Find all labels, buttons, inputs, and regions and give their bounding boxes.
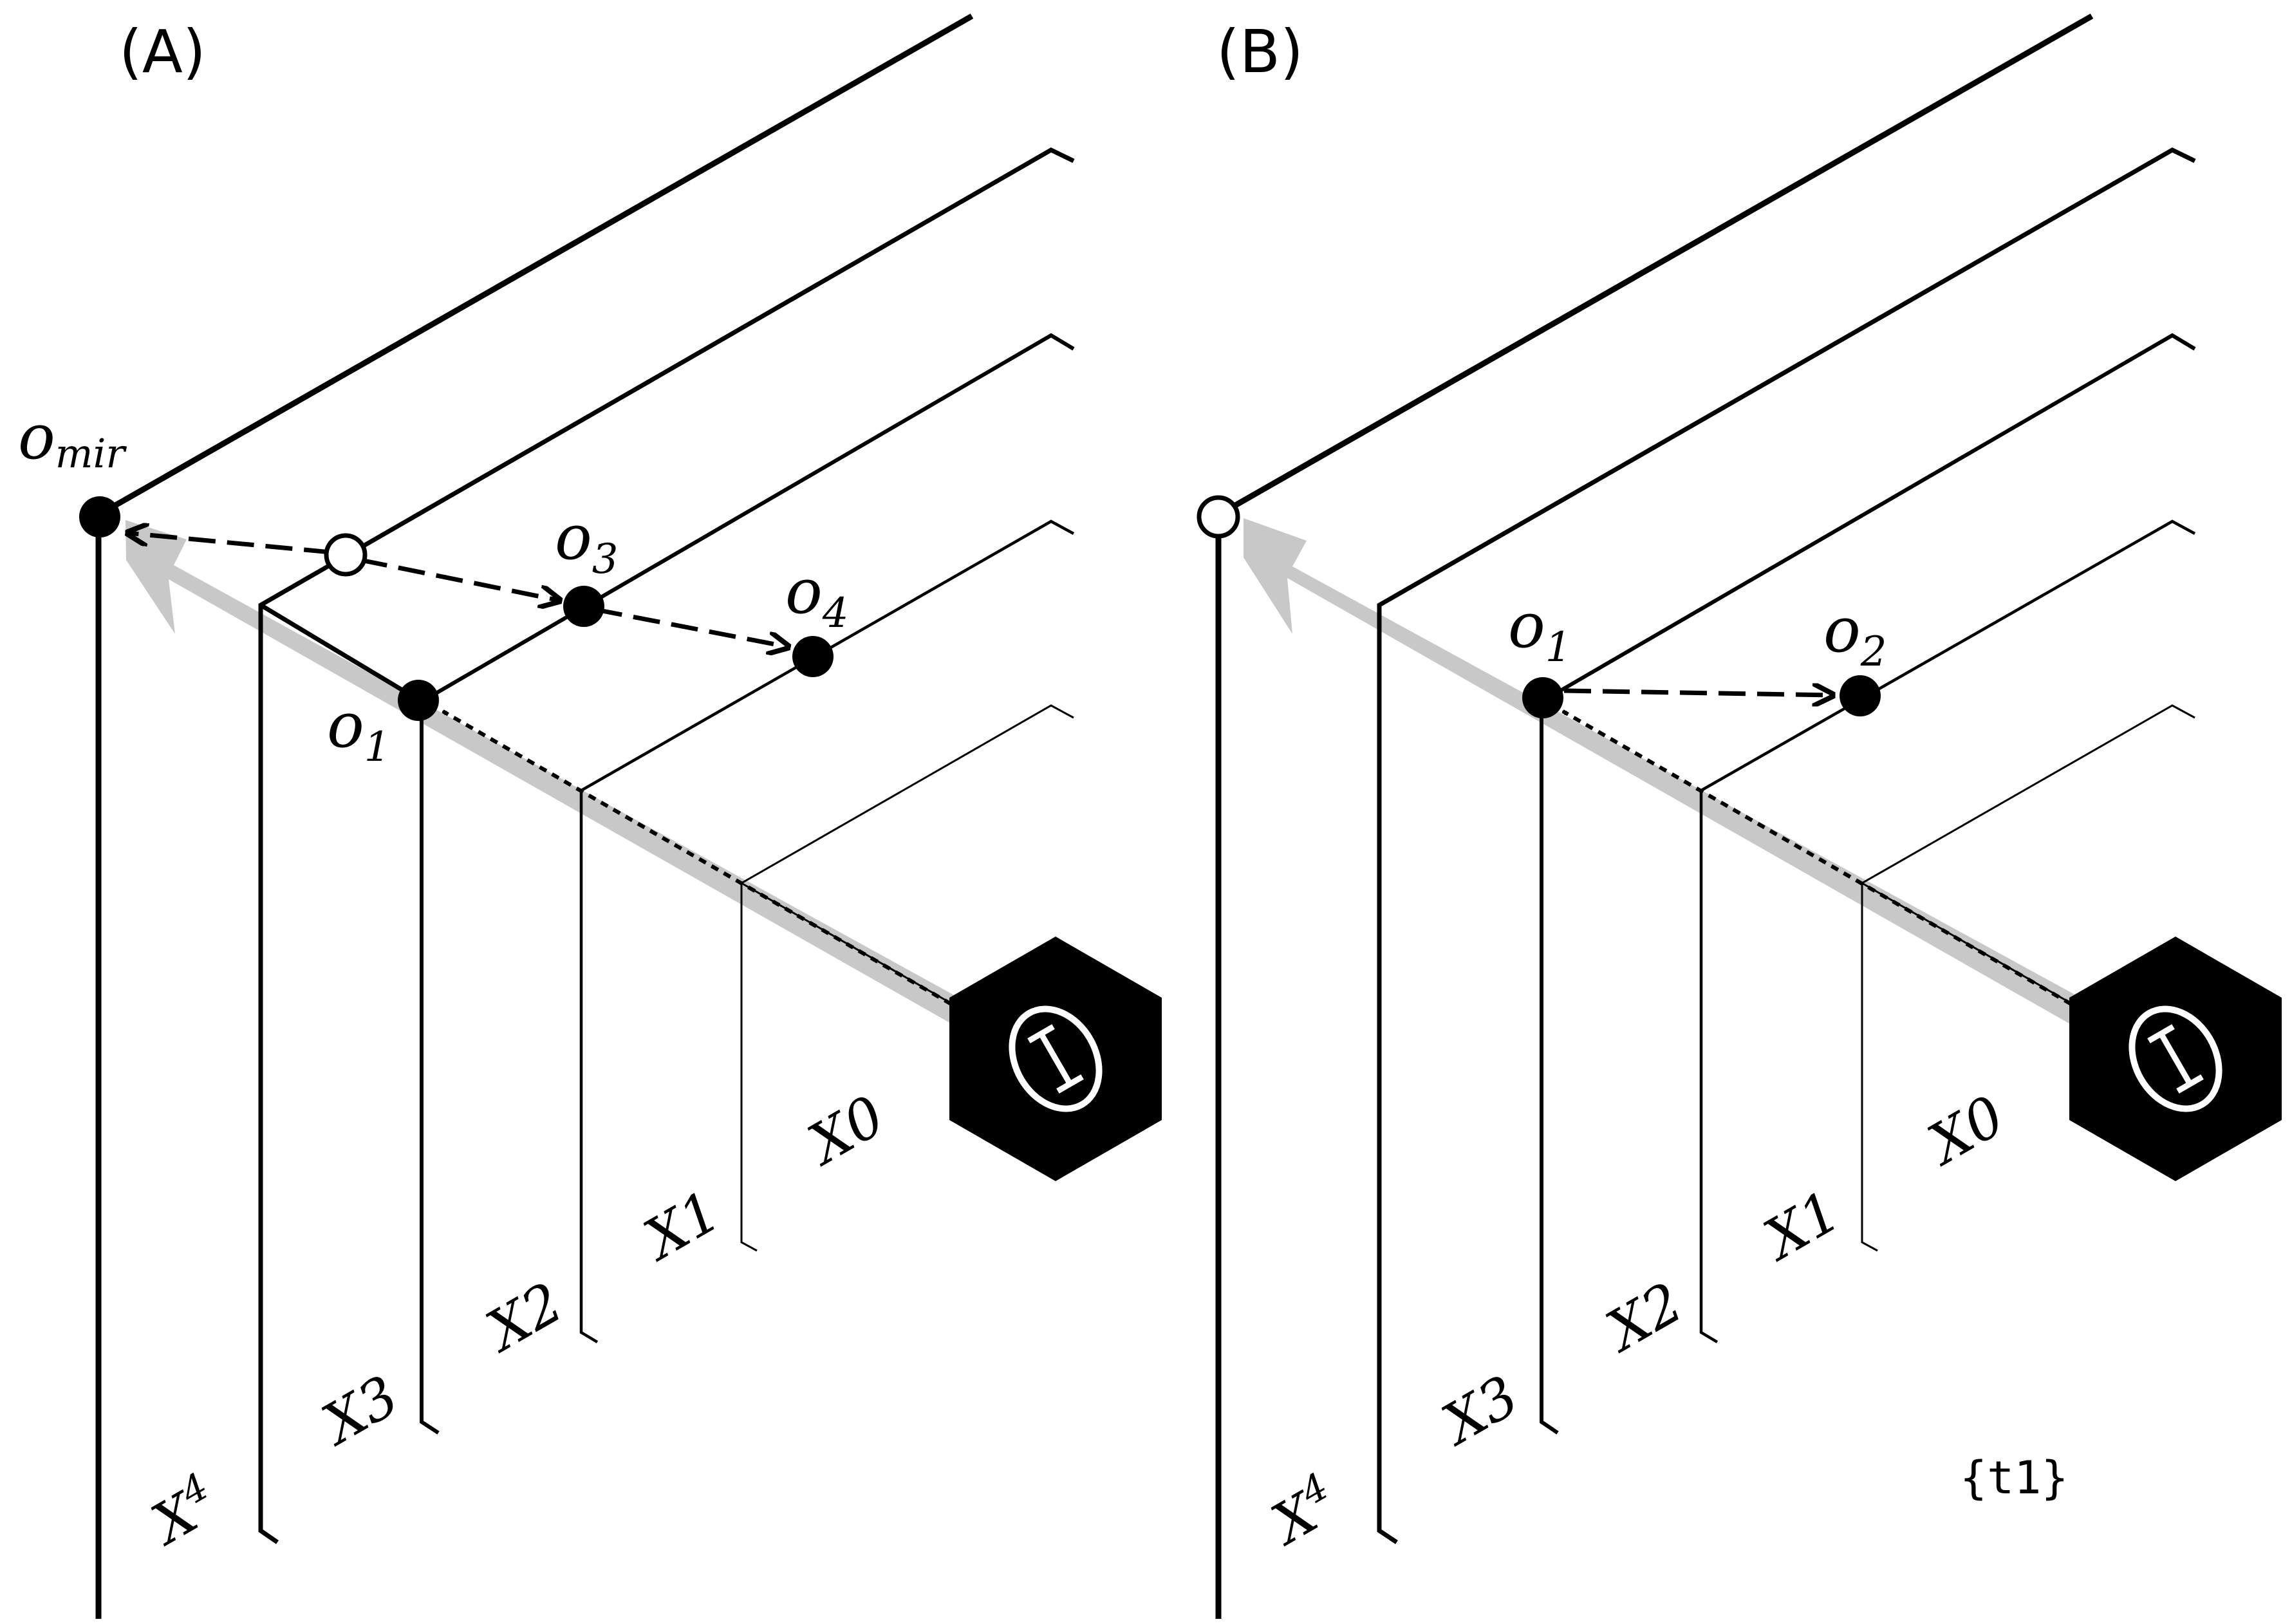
highlight-path (1244, 518, 2100, 1041)
axis-label-x1: X1 (1751, 1179, 1851, 1274)
panel-a-label: (A) (119, 17, 206, 86)
footnote-t1: {t1} (1960, 1451, 2069, 1504)
label-o1: o1 (1508, 590, 1572, 671)
arrow-to-o2 (1563, 691, 1833, 695)
panel-b-label: (B) (1216, 17, 1303, 86)
label-o1: o1 (327, 689, 391, 771)
arrow-to-o3 (360, 557, 560, 601)
origin-hexagon (949, 937, 1162, 1181)
dotted-path (443, 709, 953, 1006)
node-o1 (1522, 677, 1563, 718)
panel-b: (B) o1 (1197, 14, 2282, 1619)
node-o-mir (79, 496, 120, 537)
dotted-path (1563, 709, 2073, 1006)
level-x4 (95, 14, 974, 1619)
origin-hexagon (2069, 937, 2282, 1181)
level-x3 (1377, 147, 2196, 1544)
axis-label-x1: X1 (631, 1179, 731, 1274)
axis-label-x3: X3 (309, 1364, 409, 1459)
arrow-to-o4 (595, 607, 788, 647)
axis-label-x3: X3 (1429, 1364, 1529, 1459)
axis-label-x4: X4 (136, 1464, 229, 1558)
node-o2 (1840, 675, 1881, 716)
axis-label-x0: X0 (1915, 1084, 2015, 1179)
label-o-mir: omir (18, 401, 127, 477)
panel-a: (A) (18, 14, 1162, 1619)
label-o3: o3 (555, 501, 619, 583)
node-o4 (792, 636, 834, 677)
node-o3 (563, 586, 604, 627)
node-hollow (324, 533, 368, 577)
axis-label-x0: X0 (795, 1084, 895, 1179)
level-x3 (258, 147, 1075, 1544)
level-x4 (1215, 14, 2094, 1619)
highlight-path (126, 520, 982, 1041)
node-o1 (398, 680, 439, 721)
axis-label-x4: X4 (1256, 1464, 1349, 1558)
node-hollow (1197, 495, 1240, 539)
axis-label-x2: X2 (1593, 1271, 1693, 1366)
label-o4: o4 (785, 555, 849, 637)
axis-label-x2: X2 (473, 1271, 573, 1366)
arrow-mirror (127, 533, 331, 555)
label-o2: o2 (1823, 594, 1887, 676)
